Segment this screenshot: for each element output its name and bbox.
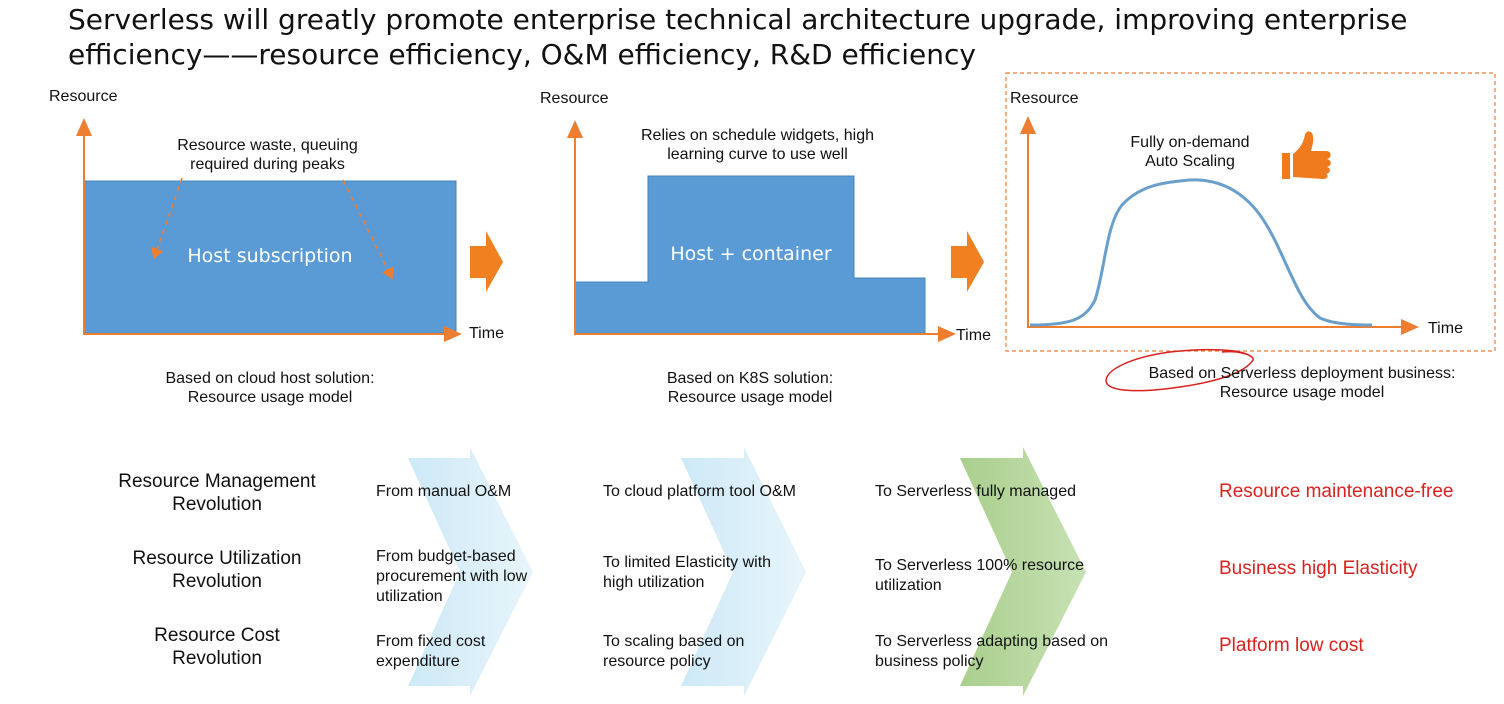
row-2-to-serverless: To Serverless 100% resource utilization [875,557,1084,594]
diagram-2-y-axis-label: Resource [540,90,609,107]
diagram-2-x-axis-label: Time [956,327,991,344]
caption-line: Based on cloud host solution: [165,370,375,387]
row-header-resource-cost: Resource Cost Revolution [154,625,280,669]
row-2-to-cloud: To limited Elasticity with high utilizat… [603,554,772,591]
host-subscription-label: Host subscription [187,245,353,267]
diagram-1-x-axis-label: Time [469,325,504,342]
row-header-resource-utilization: Resource Utilization Revolution [132,548,302,592]
row-1-from: From manual O&M [376,483,512,500]
highlight-frame [1005,72,1496,352]
diagram-3 [1005,72,1496,392]
diagram-2 [567,120,956,342]
caption-line: Resource usage model [187,389,353,406]
row-header-resource-management: Resource Management Revolution [118,471,316,515]
diagram-3-x-axis-label: Time [1428,320,1463,337]
host-subscription-area [83,180,457,334]
row-3-result: Platform low cost [1219,635,1364,656]
row-3-to-cloud: To scaling based on resource policy [603,633,745,670]
row-1-to-cloud: To cloud platform tool O&M [603,483,796,500]
caption-line: Resource usage model [1219,384,1385,401]
table-arrow-serverless [960,447,1086,696]
row-2-from: From budget-based procurement with low u… [376,548,528,605]
diagram-2-annotation: Relies on schedule widgets, high learnin… [640,127,875,163]
row-3-to-serverless: To Serverless adapting based on business… [875,633,1109,670]
table-arrow-from [408,447,533,696]
row-1-to-serverless: To Serverless fully managed [875,483,1076,500]
transition-arrow-2 [951,231,984,292]
row-2-result: Business high Elasticity [1219,558,1418,579]
caption-line: Based on K8S solution: [666,370,834,387]
row-3-from: From fixed cost expenditure [376,633,486,670]
transition-arrow-1 [470,231,503,292]
waste-arrow-right [342,179,394,280]
caption-line: Based on Serverless deployment business: [1148,365,1456,382]
thumbs-up-icon [1282,131,1331,179]
auto-scaling-curve [1029,178,1373,327]
annotation-line: Fully on-demand [1130,134,1250,151]
diagram-3-caption: Based on Serverless deployment business:… [1122,364,1482,402]
diagram-3-annotation: Fully on-demand Auto Scaling [1100,133,1280,171]
diagram-2-caption: Based on K8S solution: Resource usage mo… [600,369,900,407]
diagram-1-y-axis-label: Resource [49,88,118,105]
diagram-3-y-axis-label: Resource [1010,90,1079,107]
red-circle-mark [1105,348,1254,392]
caption-line: Resource usage model [667,389,833,406]
host-container-label: Host + container [670,243,832,265]
row-1-result: Resource maintenance-free [1219,481,1454,502]
table-arrow-cloud [681,447,806,696]
diagram-1-caption: Based on cloud host solution: Resource u… [120,369,420,407]
diagram-1-annotation: Resource waste, queuing required during … [177,137,358,173]
diagram-1 [76,118,462,342]
page-title: Serverless will greatly promote enterpri… [68,3,1408,71]
annotation-line: Auto Scaling [1145,153,1235,170]
